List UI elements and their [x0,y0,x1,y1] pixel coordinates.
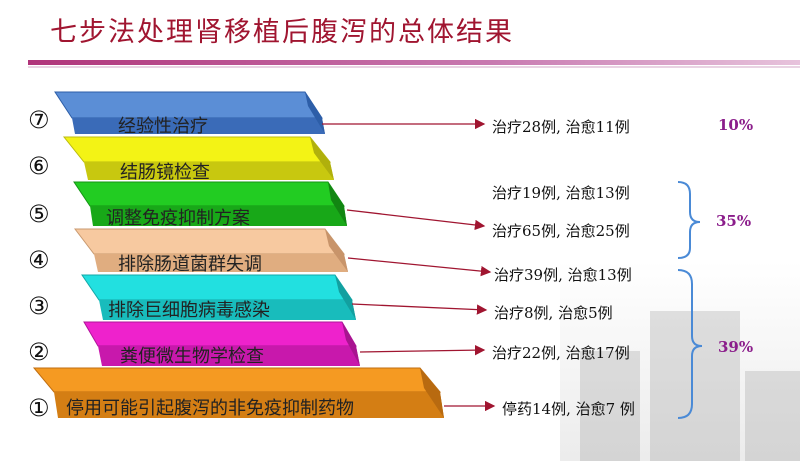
step-number-7: ⑦ [28,106,50,134]
step-number-6: ⑥ [28,152,50,180]
step-number-4: ④ [28,246,50,274]
step-number-2: ② [28,338,50,366]
background-building-image [560,261,800,461]
result-step-5: 治疗19例, 治愈13例 [492,184,630,202]
result-drug-withdrawal: 停药14例, 治愈7 例 [502,400,635,418]
step-label-4: 排除肠道菌群失调 [118,254,262,275]
step-number-3: ③ [28,292,50,320]
title-divider-shadow [28,66,800,68]
step-label-7: 经验性治疗 [118,116,208,137]
step-label-6: 结肠镜检查 [120,162,210,183]
result-step-7: 治疗28例, 治愈11例 [492,118,630,136]
arrow-step-4 [347,257,492,277]
step-number-5: ⑤ [28,200,50,228]
percentage-35: 35% [716,212,752,230]
result-step-2: 治疗8例, 治愈5例 [494,304,613,322]
step-1-block [32,367,444,418]
step-4-block [73,228,348,272]
step-label-3: 排除巨细胞病毒感染 [108,300,270,321]
brace-39 [677,269,703,419]
result-step-4: 治疗65例, 治愈25例 [492,222,630,240]
arrow-step-5 [346,209,486,231]
step-label-5: 调整免疫抑制方案 [106,208,250,229]
step-7-block [54,91,325,134]
step-label-1: 停用可能引起腹泻的非免疫抑制药物 [66,398,354,419]
result-step-1: 治疗22例, 治愈17例 [492,344,630,362]
step-5-block [73,181,347,226]
result-step-3: 治疗39例, 治愈13例 [494,266,632,284]
page-title: 七步法处理肾移植后腹泻的总体结果 [50,17,514,48]
step-number-1: ① [28,394,50,422]
percentage-10: 10% [718,116,754,134]
title-divider [28,60,800,65]
percentage-39: 39% [718,338,754,356]
brace-35 [677,181,701,259]
step-label-2: 粪便微生物学检查 [120,346,264,367]
arrow-step-3 [351,303,488,315]
step-6-block [62,136,334,180]
step-3-block [81,274,356,320]
arrow-step-2 [359,344,486,356]
step-2-block [83,321,360,366]
